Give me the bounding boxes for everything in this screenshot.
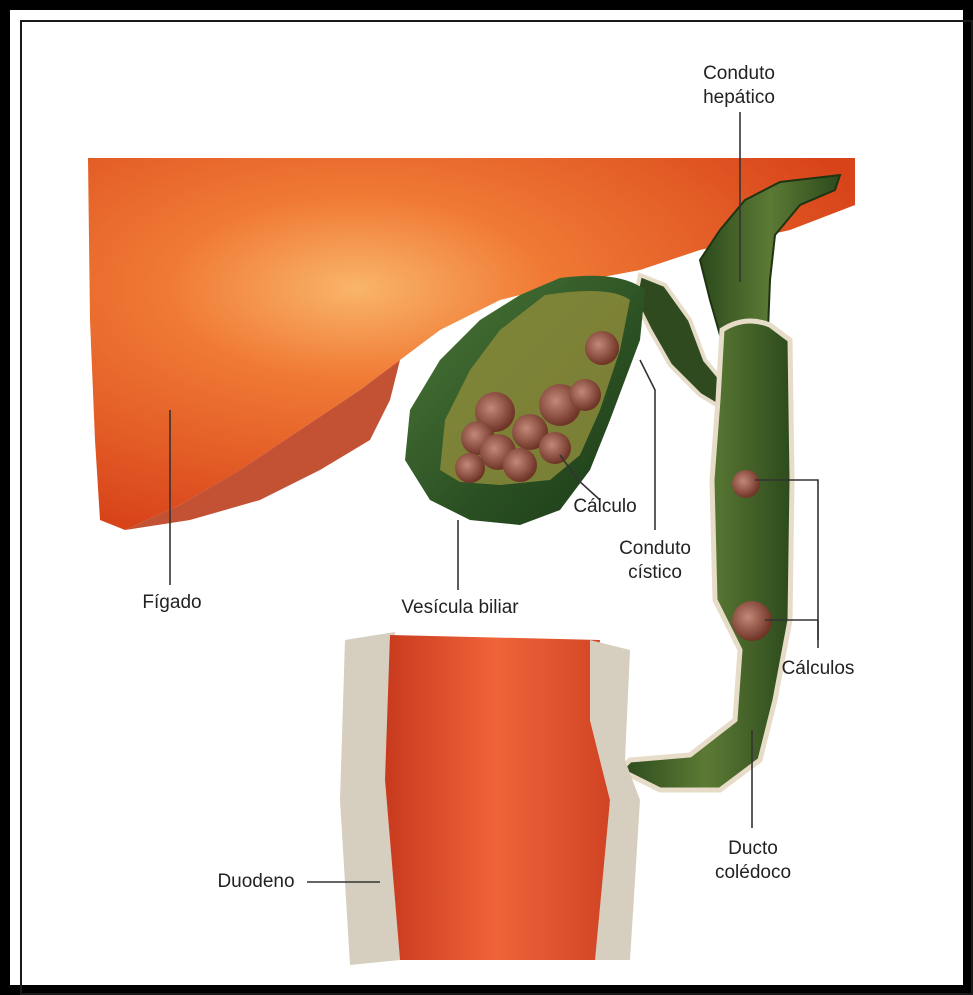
duct-stone-lower — [732, 601, 772, 641]
duct-stone-upper — [732, 470, 760, 498]
label-conduto-hepatico-line2: hepático — [694, 87, 784, 109]
label-vesicula-biliar: Vesícula biliar — [380, 597, 540, 619]
label-conduto-hepatico-line1: Conduto — [694, 63, 784, 85]
label-calculos: Cálculos — [768, 658, 868, 680]
label-duodeno: Duodeno — [208, 871, 304, 893]
label-conduto-cistico-line2: cístico — [610, 562, 700, 584]
label-ducto-coledoco-line2: colédoco — [708, 862, 798, 884]
label-conduto-cistico-line1: Conduto — [610, 538, 700, 560]
duodenum-lumen — [385, 635, 610, 960]
label-calculo: Cálculo — [560, 496, 650, 518]
label-figado: Fígado — [127, 592, 217, 614]
label-ducto-coledoco-line1: Ducto — [708, 838, 798, 860]
